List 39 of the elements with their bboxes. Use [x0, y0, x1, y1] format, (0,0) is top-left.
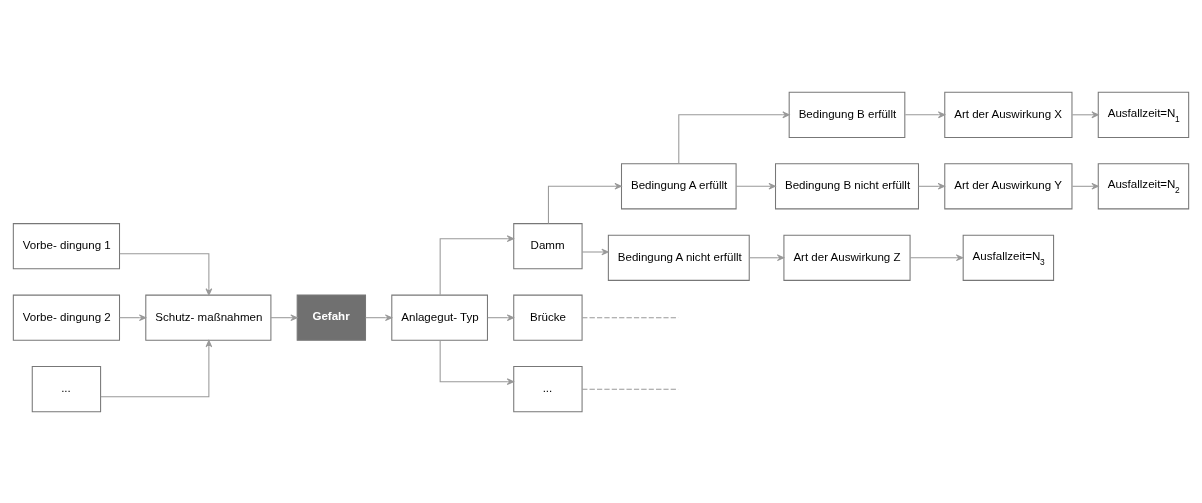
- arrow: [270, 313, 298, 321]
- node-box: Art der Auswirkung Y: [944, 162, 1073, 209]
- node-box: Ausfallzeit=N$_{1}$: [1097, 91, 1190, 138]
- arrow: [1071, 182, 1099, 190]
- node-box: Anlagegut- Typ: [391, 294, 488, 341]
- node-box: ...: [31, 365, 102, 412]
- arrow: [119, 313, 147, 321]
- node-box: Schutz- maßnahmen: [145, 294, 272, 341]
- node-box: Bedingung B nicht erfüllt: [775, 162, 919, 209]
- connector: [581, 388, 679, 390]
- node-box: Ausfallzeit=N$_{2}$: [1097, 162, 1190, 209]
- arrow: [735, 182, 776, 190]
- arrow: [918, 182, 946, 190]
- connector: [581, 316, 679, 318]
- node-box: ...: [513, 365, 583, 412]
- arrow: [439, 339, 515, 385]
- node-box: Art der Auswirkung X: [944, 91, 1073, 138]
- arrow: [365, 313, 393, 321]
- arrow: [904, 110, 946, 118]
- node-box: Vorbe- dingung 1: [12, 222, 121, 269]
- node-box: Ausfallzeit=N$_{3}$: [962, 234, 1055, 281]
- arrow: [487, 313, 515, 321]
- node-box: Art der Auswirkung Z: [783, 234, 911, 281]
- node-box: Damm: [513, 222, 583, 269]
- arrow: [547, 182, 622, 224]
- arrow: [439, 234, 515, 295]
- arrow: [119, 252, 213, 295]
- arrow: [1071, 110, 1099, 118]
- node-box: Brücke: [513, 294, 583, 341]
- arrow: [749, 253, 785, 261]
- node-box: Bedingung A nicht erfüllt: [607, 234, 750, 281]
- arrow: [909, 253, 964, 261]
- arrow: [581, 248, 609, 255]
- arrow: [678, 110, 790, 164]
- node-box: Bedingung B erfüllt: [788, 91, 906, 138]
- node-box: Vorbe- dingung 2: [12, 294, 121, 341]
- node-box: Gefahr: [296, 294, 367, 341]
- arrow: [100, 339, 213, 397]
- node-box: Bedingung A erfüllt: [620, 162, 737, 209]
